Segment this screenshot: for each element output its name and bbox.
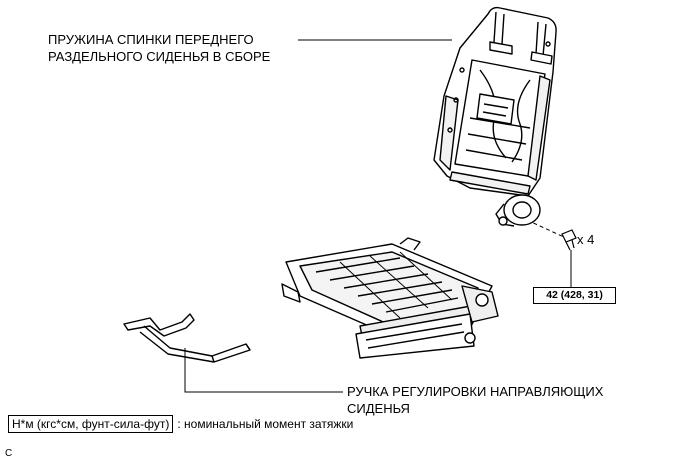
torque-legend: Н*м (кгс*см, фунт-сила-фут): номинальный… [8, 415, 353, 433]
bolt [561, 229, 577, 251]
rail-handle-label-line-1: РУЧКА РЕГУЛИРОВКИ НАПРАВЛЯЮЩИХ [347, 384, 604, 399]
torque-legend-description: : номинальный момент затяжки [177, 417, 354, 431]
seat-cushion-frame [281, 237, 499, 359]
bolt-quantity: x 4 [577, 232, 595, 247]
rail-handle-label-line-2: СИДЕНЬЯ [347, 401, 410, 416]
figure-code: C [5, 448, 13, 459]
leader-lines [184, 39, 572, 393]
rail-handle-label: РУЧКА РЕГУЛИРОВКИ НАПРАВЛЯЮЩИХ СИДЕНЬЯ [347, 383, 603, 417]
seatback-spring-label-line-2: РАЗДЕЛЬНОГО СИДЕНЬЯ В СБОРЕ [48, 49, 271, 64]
seatback-frame [433, 6, 557, 227]
rail-adjust-handle [123, 313, 251, 363]
bolt-dash-line [526, 219, 567, 239]
seatback-spring-label-line-1: ПРУЖИНА СПИНКИ ПЕРЕДНЕГО [48, 32, 254, 47]
torque-spec-box: 42 (428, 31) [533, 287, 616, 304]
rail-handle-leader-line [184, 348, 343, 393]
torque-units-box: Н*м (кгс*см, фунт-сила-фут) [8, 415, 174, 433]
seatback-spring-label: ПРУЖИНА СПИНКИ ПЕРЕДНЕГО РАЗДЕЛЬНОГО СИД… [48, 31, 270, 65]
